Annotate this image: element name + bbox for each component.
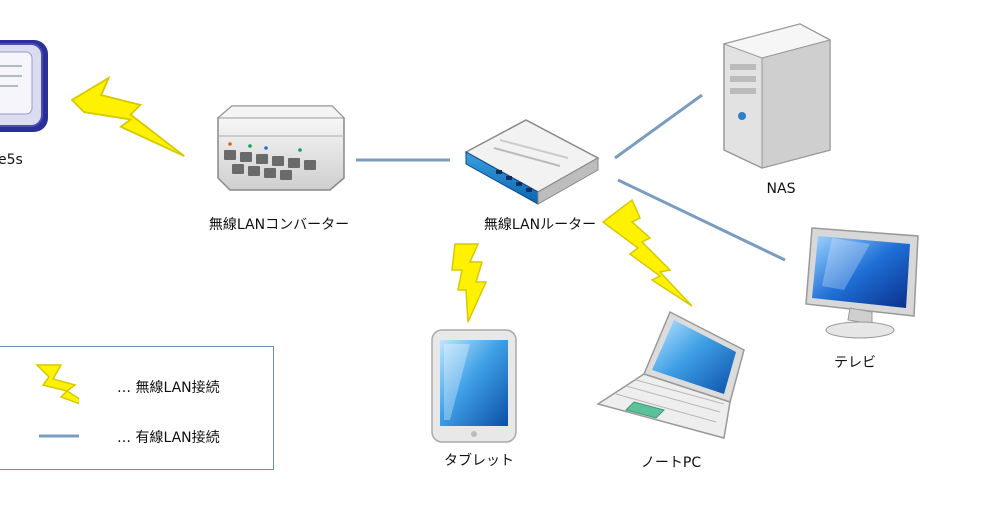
wireless-bolt-tablet xyxy=(451,243,488,323)
tv-icon xyxy=(805,227,919,339)
router-icon xyxy=(464,119,600,205)
legend-wireless-icon xyxy=(35,364,79,405)
tablet-icon xyxy=(431,329,517,443)
legend-wireless-label: … 無線LAN接続 xyxy=(117,380,220,396)
nas-server-icon xyxy=(722,23,832,169)
phone-label: e5s xyxy=(0,152,23,168)
phone-icon xyxy=(0,40,48,132)
wire-router-nas xyxy=(614,93,703,160)
legend-symbols xyxy=(35,364,79,438)
wireless-bolt-laptop xyxy=(601,198,693,307)
laptop-icon xyxy=(596,310,745,439)
legend-wired-label: … 有線LAN接続 xyxy=(117,430,220,446)
wire-router-tv xyxy=(617,178,786,262)
nas-label: NAS xyxy=(766,181,796,197)
converter-label: 無線LANコンバーター xyxy=(208,217,350,233)
tablet-label: タブレット xyxy=(444,453,514,469)
tv-label: テレビ xyxy=(834,355,876,371)
wireless-bolt-phone xyxy=(70,75,185,157)
converter-icon xyxy=(216,105,346,191)
laptop-label: ノートPC xyxy=(640,455,702,471)
router-label: 無線LANルーター xyxy=(483,217,597,233)
legend: … 無線LAN接続 … 有線LAN接続 xyxy=(0,346,274,470)
